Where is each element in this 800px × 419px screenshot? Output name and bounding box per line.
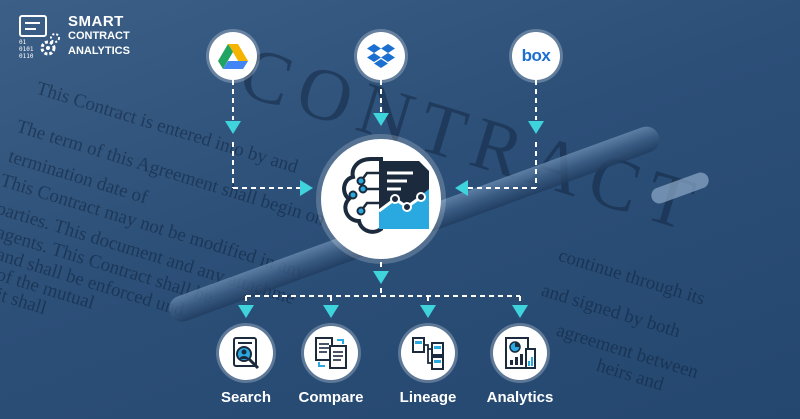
logo-line-analytics: ANALYTICS [68, 45, 130, 57]
logo-line-smart: SMART [68, 13, 124, 30]
arrow-dropbox [373, 113, 389, 126]
arrow-into-center-left [300, 180, 313, 196]
svg-text:0101: 0101 [19, 46, 34, 53]
arrow-lineage [420, 305, 436, 318]
arrow-gdrive [225, 121, 241, 134]
svg-text:0110: 0110 [19, 53, 34, 60]
feature-compare[interactable] [304, 326, 358, 380]
analytics-report-icon [505, 337, 536, 369]
source-box[interactable]: box [512, 32, 560, 80]
arrow-analytics [512, 305, 528, 318]
ai-analytics-hub [321, 139, 441, 259]
logo-line-contract: CONTRACT [68, 30, 130, 42]
arrow-center-out [373, 271, 389, 284]
svg-text:01: 01 [19, 39, 27, 46]
box-icon: box [521, 46, 551, 65]
source-google-drive[interactable] [209, 32, 257, 80]
feature-lineage-label: Lineage [399, 389, 457, 406]
gear-document-icon: 01 0101 0110 [19, 15, 60, 60]
lineage-icon [412, 337, 444, 370]
source-dropbox[interactable] [357, 32, 405, 80]
google-drive-icon [218, 44, 248, 69]
feature-search-label: Search [220, 389, 272, 406]
search-document-icon [233, 337, 260, 370]
arrow-compare [323, 305, 339, 318]
arrow-search [238, 305, 254, 318]
feature-lineage[interactable] [401, 326, 455, 380]
feature-analytics-label: Analytics [486, 389, 554, 406]
feature-search[interactable] [219, 326, 273, 380]
compare-documents-icon [315, 337, 347, 369]
feature-analytics[interactable] [493, 326, 547, 380]
dropbox-icon [367, 44, 395, 68]
arrow-box [528, 121, 544, 134]
brand-logo: 01 0101 0110 SMART CONTRACT ANALYTICS [18, 12, 130, 62]
feature-compare-label: Compare [298, 389, 364, 406]
arrow-into-center-right [455, 180, 468, 196]
ai-brain-document-chart-icon [342, 157, 429, 234]
